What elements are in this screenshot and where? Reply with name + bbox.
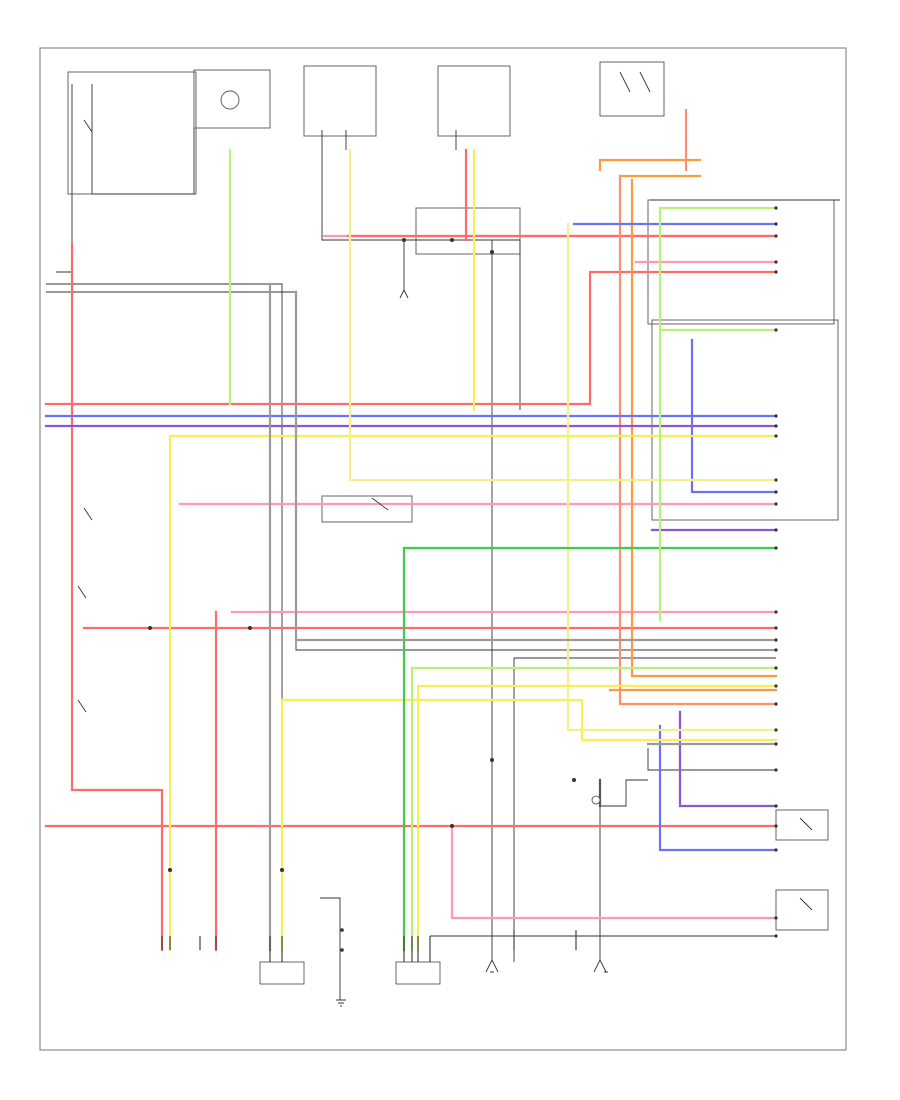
crank-sensor-right-box	[775, 889, 829, 931]
relay-box-2	[437, 65, 511, 137]
switch-symbols	[77, 71, 813, 911]
relay-box-1	[303, 65, 377, 137]
clutch-switch-contact	[591, 795, 601, 805]
colored-wires	[44, 108, 778, 952]
diagram-frame	[39, 47, 847, 1051]
knock-sensor-box	[775, 809, 829, 841]
transmission-range-connector	[259, 961, 305, 985]
thin-black-wires	[46, 84, 840, 1000]
bottom-connector-pins	[161, 795, 601, 962]
ecm-mid-connector-box	[651, 319, 839, 521]
splice-box	[415, 207, 521, 255]
throttle-sensor-box	[599, 61, 665, 117]
crank-sensor-connector	[395, 961, 441, 985]
ecm-terminal-pins	[774, 206, 778, 938]
ignition-switch-box	[67, 71, 197, 195]
ground-symbols	[336, 971, 608, 1007]
engine-ground-box	[193, 69, 271, 129]
splice-points	[148, 238, 576, 952]
indicator-lamp-symbol	[220, 90, 240, 110]
park-switch-box	[321, 495, 413, 523]
